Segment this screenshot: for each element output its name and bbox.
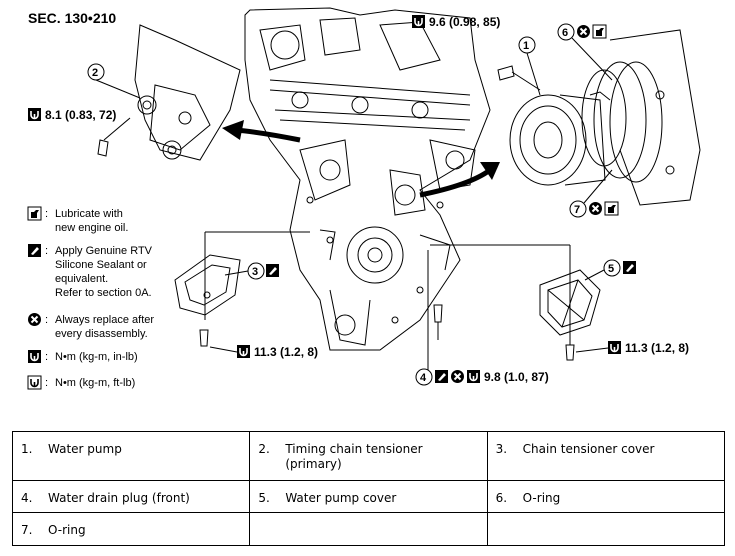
table-cell: [249, 512, 488, 546]
part-label: Water pump: [48, 442, 122, 456]
part-number: 2.: [258, 442, 270, 456]
callout-5: 5: [584, 259, 636, 281]
svg-text::: :: [45, 377, 48, 389]
svg-text:2: 2: [92, 67, 98, 79]
svg-text:9.6 (0.98, 85): 9.6 (0.98, 85): [429, 15, 500, 29]
part-label: Timing chain tensioner (primary): [285, 442, 423, 471]
oil-can-icon: [604, 201, 619, 216]
svg-text:6: 6: [562, 27, 568, 39]
water-drain-plug-drawing: [427, 250, 443, 370]
replace-x-icon: [27, 312, 42, 327]
callout-2: 2: [87, 63, 105, 81]
torque-nm-inlb-icon: [607, 340, 622, 355]
exploded-view-diagram: SEC. 130•210: [27, 7, 701, 390]
parts-table: 1. Water pump 2. Timing chain tensioner (p…: [11, 431, 726, 546]
torque-left: 8.1 (0.83, 72): [27, 107, 116, 122]
sealant-tube-icon: [266, 264, 279, 277]
table-cell: [486, 512, 726, 546]
svg-text:Apply Genuine RTV: Apply Genuine RTV: [55, 245, 153, 257]
sealant-tube-icon: [435, 370, 448, 383]
callout-4: 4: [415, 368, 465, 386]
torque-nm-ftlb-icon: [27, 375, 42, 390]
svg-text:Always replace after: Always replace after: [55, 314, 154, 326]
oil-can-icon: [27, 206, 42, 221]
svg-text:Silicone Sealant or: Silicone Sealant or: [55, 259, 147, 271]
part-number: 5.: [258, 490, 270, 505]
torque-nm-inlb-icon: [27, 107, 42, 122]
sealant-tube-icon: [28, 244, 41, 257]
svg-text:5: 5: [608, 263, 614, 275]
water-pump-cover-drawing: [430, 244, 601, 361]
table-cell: 7. O-ring: [11, 512, 251, 546]
table-cell: 4. Water drain plug (front): [11, 479, 251, 514]
replace-x-icon: [588, 201, 603, 216]
part-number: 7.: [21, 523, 33, 538]
svg-text::: :: [45, 245, 48, 257]
removal-arrow-right-head: [480, 162, 500, 180]
torque-plug: 9.8 (1.0, 87): [466, 369, 549, 384]
torque-top: 9.6 (0.98, 85): [411, 14, 500, 29]
table-row: 4. Water drain plug (front) 5. Water pump …: [11, 479, 726, 514]
timing-chain-tensioner-drawing: [95, 24, 241, 161]
engine-block-drawing: [244, 7, 491, 351]
legend: : Lubricate with new engine oil. : Apply…: [27, 206, 154, 390]
callout-1: 1: [518, 36, 541, 96]
svg-text:3: 3: [252, 266, 258, 278]
torque-nm-inlb-icon: [466, 369, 481, 384]
removal-arrow-left-head: [222, 120, 244, 140]
oil-can-icon: [592, 24, 607, 39]
table-row: 1. Water pump 2. Timing chain tensioner (p…: [11, 431, 726, 481]
torque-cover5: 11.3 (1.2, 8): [575, 340, 689, 355]
table-cell: 1. Water pump: [11, 431, 251, 481]
part-number: 3.: [495, 442, 508, 456]
part-number: 6.: [495, 490, 508, 505]
table-cell: 2. Timing chain tensioner (primary): [249, 431, 488, 481]
svg-text:11.3 (1.2, 8): 11.3 (1.2, 8): [625, 341, 689, 355]
callout-3: 3: [224, 262, 279, 280]
part-label: O-ring: [522, 490, 561, 505]
part-label: Water pump cover: [285, 490, 397, 505]
svg-text:every disassembly.: every disassembly.: [55, 328, 148, 340]
part-label: Water drain plug (front): [48, 490, 190, 505]
chain-tensioner-cover-drawing: [174, 231, 310, 347]
part-label: O-ring: [48, 523, 86, 538]
part-number: 4.: [21, 490, 33, 505]
svg-text:4: 4: [420, 372, 427, 384]
replace-x-icon: [450, 369, 465, 384]
svg-text:new engine oil.: new engine oil.: [55, 222, 128, 234]
part-number: 1.: [21, 442, 33, 456]
callout-6: 6: [557, 23, 613, 81]
section-label: SEC. 130•210: [28, 10, 116, 26]
svg-text:9.8 (1.0, 87): 9.8 (1.0, 87): [484, 370, 549, 384]
sealant-tube-icon: [623, 261, 636, 274]
svg-text:N•m (kg-m, in-lb): N•m (kg-m, in-lb): [55, 351, 138, 363]
table-row: 7. O-ring: [11, 512, 726, 546]
table-cell: 6. O-ring: [486, 479, 726, 514]
svg-text:7: 7: [574, 204, 580, 216]
removal-arrow-left: [234, 127, 301, 143]
svg-text::: :: [45, 351, 48, 363]
svg-text:equivalent.: equivalent.: [55, 273, 108, 285]
callout-7: 7: [569, 169, 619, 218]
torque-cover3: 11.3 (1.2, 8): [209, 344, 318, 359]
water-pump-drawing: [497, 29, 701, 206]
torque-nm-inlb-icon: [236, 344, 251, 359]
svg-text::: :: [45, 314, 48, 326]
svg-text:N•m (kg-m, ft-lb): N•m (kg-m, ft-lb): [55, 377, 135, 389]
removal-arrow-right: [419, 167, 492, 198]
table-cell: 3. Chain tensioner cover: [486, 431, 726, 481]
torque-nm-inlb-icon: [27, 349, 42, 364]
table-cell: 5. Water pump cover: [249, 479, 488, 514]
svg-text:8.1 (0.83, 72): 8.1 (0.83, 72): [45, 108, 116, 122]
svg-text:Refer to section 0A.: Refer to section 0A.: [55, 287, 152, 299]
svg-text:1: 1: [523, 40, 529, 52]
svg-text:11.3 (1.2, 8): 11.3 (1.2, 8): [254, 345, 318, 359]
torque-nm-inlb-icon: [411, 14, 426, 29]
svg-text:Lubricate with: Lubricate with: [55, 208, 123, 220]
part-label: Chain tensioner cover: [522, 442, 655, 456]
replace-x-icon: [576, 24, 591, 39]
svg-text::: :: [45, 208, 48, 220]
